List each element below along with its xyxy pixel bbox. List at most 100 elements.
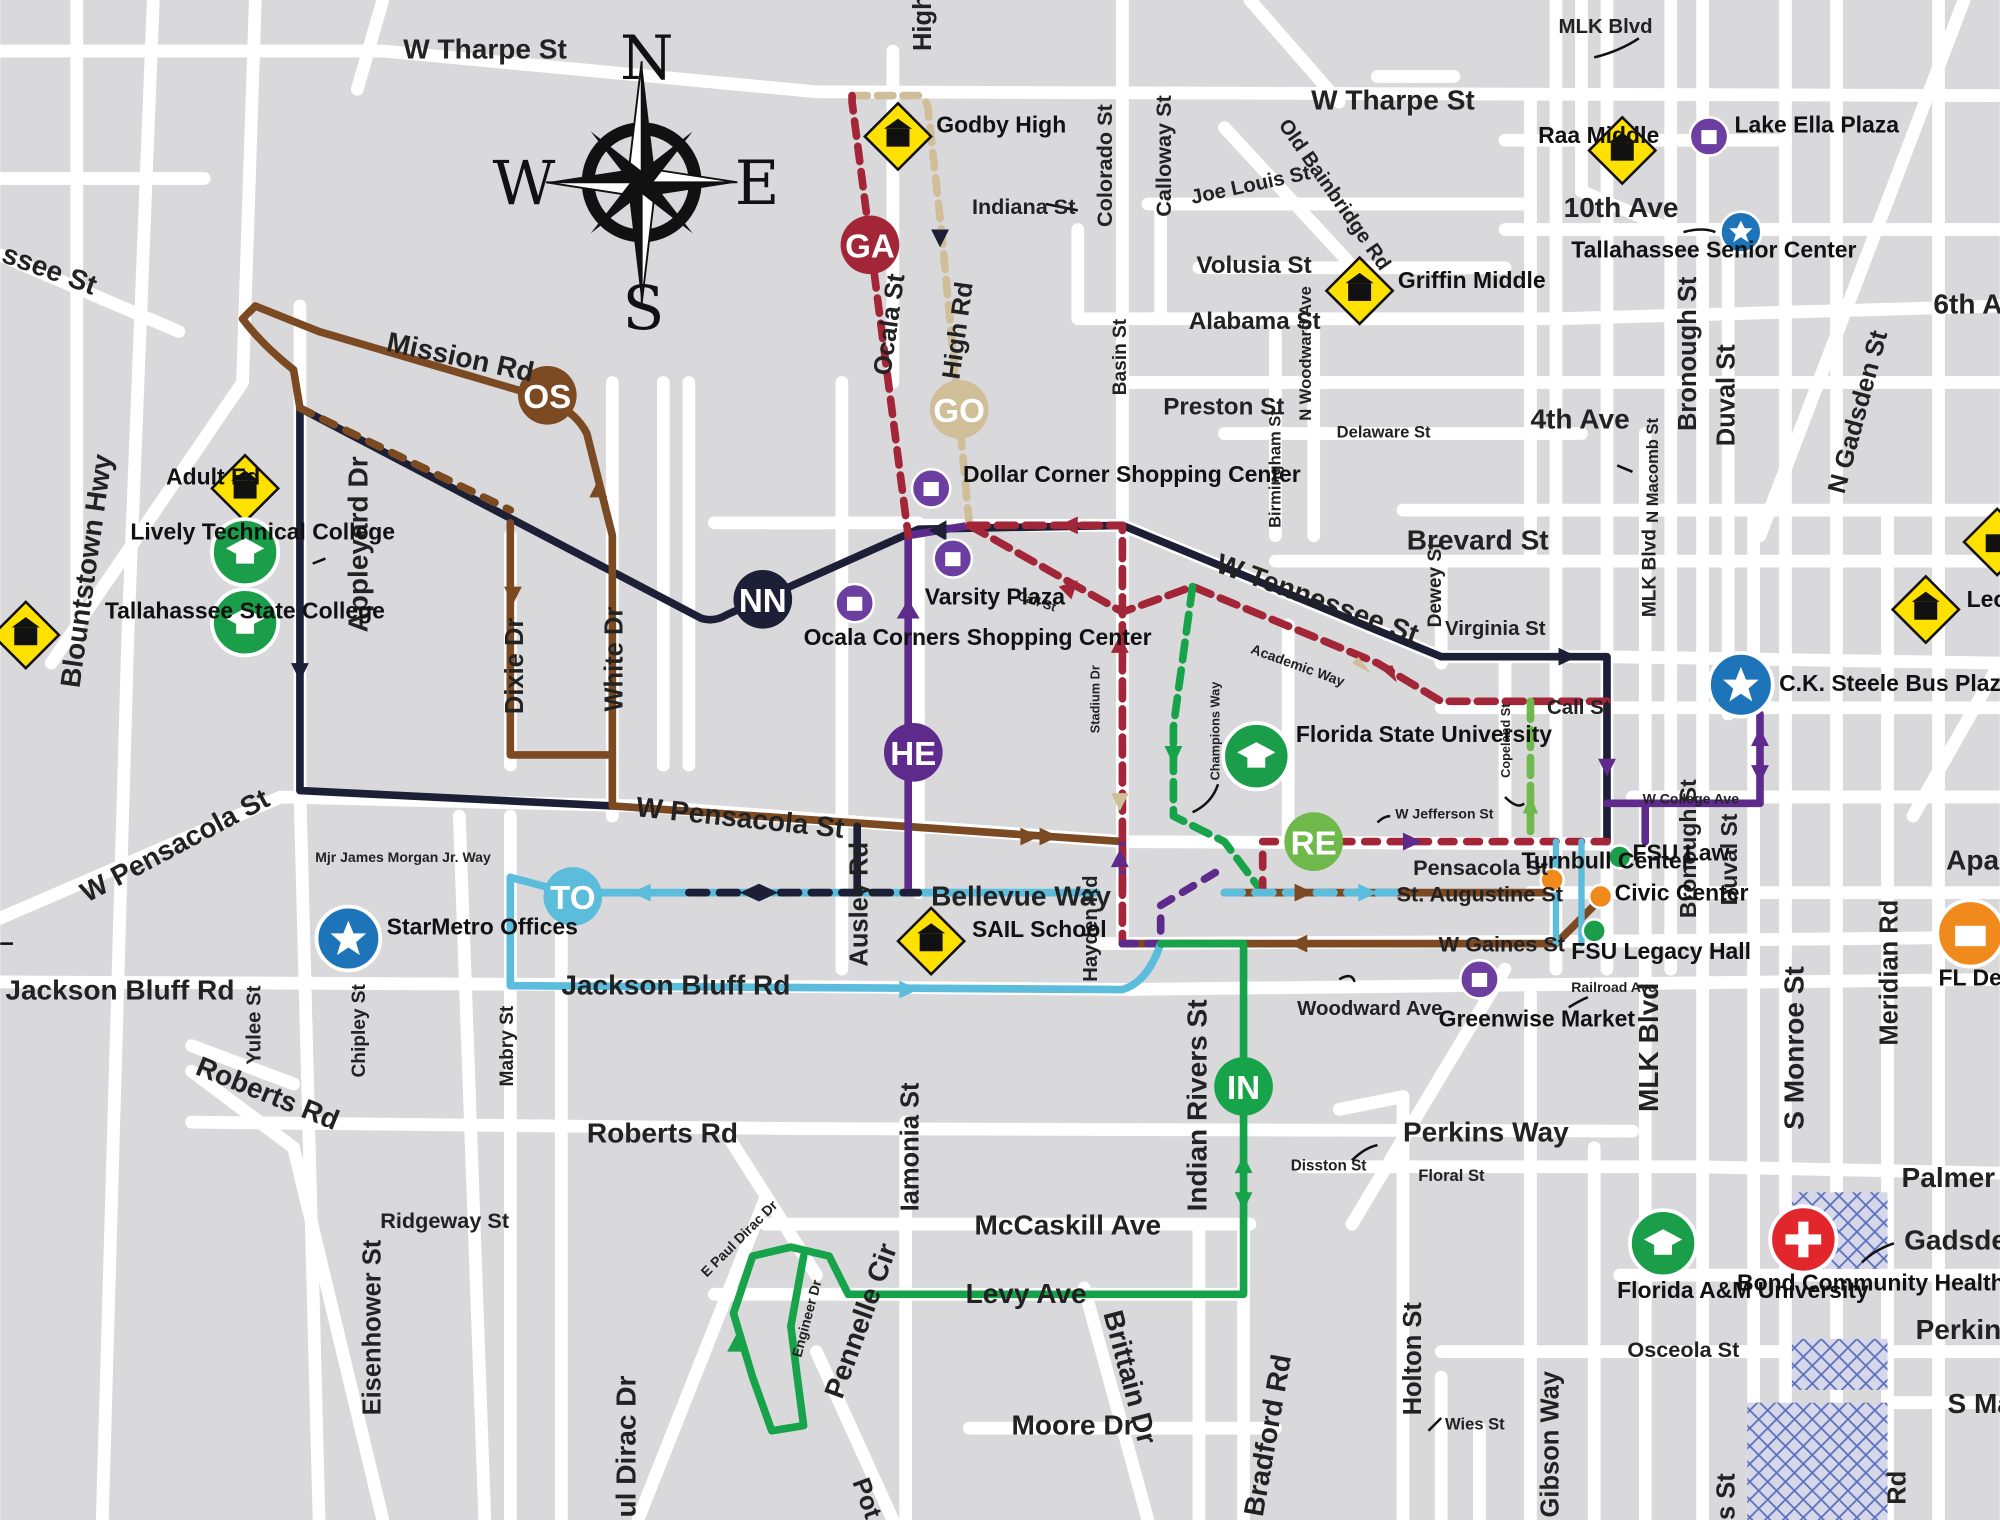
street-label: 6th Av: [1933, 289, 2000, 320]
poi-label: FL Dept Transpo: [1939, 965, 2000, 991]
street-label: Gibson Way: [1537, 1370, 1565, 1517]
street-label: Birmingham St: [1266, 410, 1285, 528]
street-label: Appleyard Dr: [343, 456, 374, 632]
poi-label: FSU Legacy Hall: [1571, 938, 1751, 964]
shopping-bag-icon: [1688, 116, 1730, 157]
svg-text:GA: GA: [845, 229, 895, 266]
svg-text:RE: RE: [1291, 825, 1337, 862]
poi-label: Godby High: [936, 112, 1066, 138]
street-label: Dixie Dr: [501, 618, 529, 714]
poi-label: Florida A&M University: [1617, 1277, 1869, 1303]
street-label: Palmer Av: [1902, 1162, 2000, 1193]
poi-label: Leon High: [1967, 586, 2000, 612]
shopping-bag-icon: [834, 582, 876, 624]
route-arrows: [291, 229, 1769, 1352]
graduation-cap-icon: [1581, 918, 1607, 944]
poi-label: Lake Ella Plaza: [1734, 112, 1899, 138]
route-nn-line: [296, 404, 617, 810]
route-re-line: [1258, 837, 1611, 897]
route-badge-nn[interactable]: NN: [733, 570, 793, 629]
route-ga-line: [848, 91, 974, 530]
street-label: Bronough St: [1674, 276, 1702, 431]
route-badge-go[interactable]: GO: [929, 380, 989, 439]
hospital-icon: [1768, 1204, 1839, 1275]
poi-label: SAIL School: [972, 916, 1107, 942]
street-label: MLK Blvd: [1633, 983, 1664, 1112]
route-badge-in[interactable]: IN: [1214, 1057, 1273, 1116]
school-icon: [863, 101, 933, 172]
shopping-bag-icon: [910, 467, 952, 509]
poi-label: Varsity Plaza: [925, 583, 1066, 609]
street-label: Perkins Way: [1403, 1116, 1569, 1147]
street-label: Hayden Rd: [1080, 875, 1102, 982]
street-label: Perkins: [1916, 1314, 2000, 1345]
street-label: Roberts Rd: [587, 1118, 738, 1149]
street-label: Pensacola St: [1413, 855, 1548, 880]
street-label: St. Augustine St: [1397, 882, 1563, 907]
graduation-cap-icon: [1606, 844, 1633, 870]
street-label: Iamonia St: [896, 1082, 924, 1211]
graduation-cap-icon: [1221, 721, 1292, 792]
bus-star-icon: [1707, 650, 1775, 719]
street-label: McCaskill Ave: [974, 1209, 1161, 1240]
poi-label: Adult Ed: [166, 464, 260, 490]
route-badge-os[interactable]: OS: [517, 365, 577, 425]
school-icon: [0, 600, 61, 670]
poi-label: Tallahassee State College: [105, 597, 385, 623]
route-badge-re[interactable]: RE: [1284, 812, 1344, 871]
graduation-cap-icon: [1628, 1208, 1699, 1279]
street-label: MLK Blvd: [1559, 16, 1653, 38]
street-label: Indiana St: [972, 194, 1075, 219]
street-label: Eisenhower St: [358, 1239, 386, 1415]
school-icon: [1324, 255, 1395, 326]
poi-labels: Godby High Raa Middle Lake Ella Plaza Ta…: [105, 112, 2000, 1304]
svg-text:TO: TO: [550, 880, 595, 917]
route-badge-he[interactable]: HE: [883, 723, 943, 782]
poi-label: FSU Law: [1632, 840, 1729, 866]
street-label: Moore Dr: [1011, 1410, 1134, 1441]
street-label: W Tharpe St: [1311, 85, 1475, 116]
street-label: Champions Way: [1207, 681, 1222, 781]
route-os-line: [238, 302, 1127, 846]
building-icon: [1935, 898, 2000, 969]
shopping-icons: [834, 116, 1730, 1000]
school-icon: [896, 906, 967, 977]
street-label: Dewey St: [1425, 542, 1446, 628]
misc-icons: [1539, 867, 2000, 1275]
street-label: Duval St: [1712, 344, 1740, 447]
street-label: Bronough St: [1675, 779, 1701, 918]
shopping-bag-icon: [1459, 958, 1500, 1000]
college-icons: [210, 517, 1699, 1279]
street-label: 10th Ave: [1564, 192, 1679, 223]
compass-e: E: [735, 148, 780, 219]
building-icon: [1587, 883, 1614, 910]
compass-s: S: [623, 273, 665, 344]
street-label: S Monroe St: [1778, 966, 1809, 1130]
poi-label: Florida State University: [1296, 721, 1552, 747]
street-label: Preston St: [1163, 393, 1284, 420]
school-icon: [1587, 115, 1658, 186]
street-label: Disston St: [1291, 1158, 1367, 1175]
street-label: Jackson Bluff Rd: [5, 975, 234, 1006]
route-badge-ga[interactable]: GA: [840, 215, 900, 275]
star-icons: [314, 210, 1775, 973]
street-label: MLK Blvd: [1639, 529, 1660, 617]
route-badge-to[interactable]: TO: [543, 867, 603, 926]
street-label: Holton St: [1399, 1302, 1427, 1416]
street-label: S Ma: [1947, 1388, 2000, 1419]
street-label: Gadsden: [1904, 1225, 2000, 1256]
street-label: Stadium Dr: [1087, 665, 1102, 733]
street-label: White Dr: [601, 607, 629, 712]
street-label: Levy Ave: [966, 1278, 1087, 1309]
street-label: 4th Ave: [1530, 403, 1629, 434]
poi-label: Ocala Corners Shopping Center: [804, 624, 1152, 650]
street-label: Calloway St: [1151, 95, 1176, 217]
street-label: Osceola St: [1627, 1337, 1739, 1362]
poi-label: Lively Technical College: [130, 518, 395, 544]
street-label: Rd: [1883, 1471, 1911, 1505]
street-label: Floral St: [1418, 1166, 1485, 1185]
street-label: W College Ave: [1643, 790, 1740, 806]
street-label: Basin St: [1110, 318, 1131, 395]
